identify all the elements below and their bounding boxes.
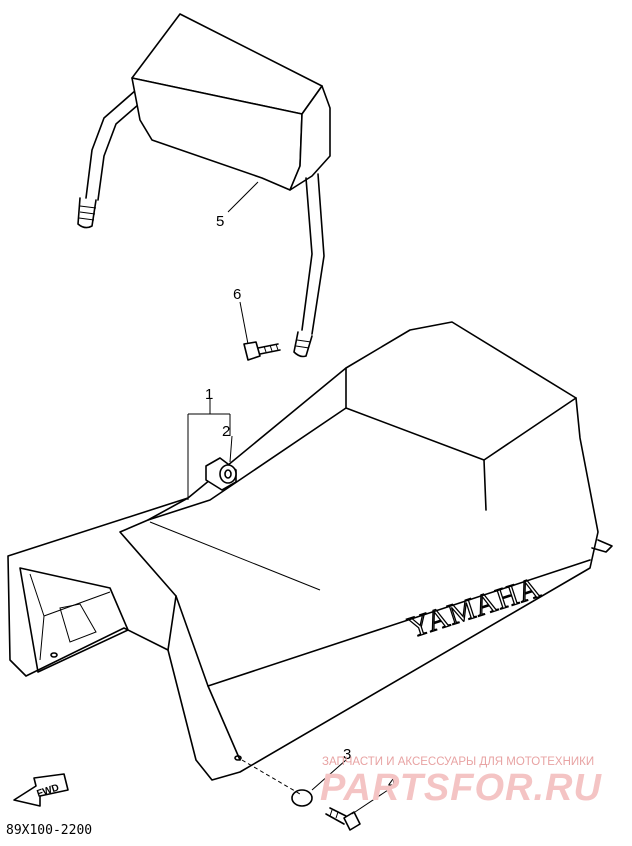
damper-part-2	[205, 457, 237, 491]
bolt-part-6	[243, 341, 281, 361]
watermark-tagline: ЗАПЧАСТИ И АКСЕССУАРЫ ДЛЯ МОТОТЕХНИКИ	[322, 756, 594, 768]
callout-6: 6	[233, 286, 241, 303]
callout-5: 5	[216, 213, 224, 230]
callout-3: 3	[343, 746, 351, 763]
seat-assembly: YAMAHA	[7, 321, 613, 781]
leader-lines	[187, 181, 389, 815]
callout-1: 1	[205, 386, 213, 403]
backrest-assembly	[77, 13, 331, 358]
screw-part-4	[325, 807, 361, 831]
callout-4: 4	[388, 775, 396, 792]
watermark-site: PARTSFOR.RU	[320, 767, 602, 809]
callout-2: 2	[222, 423, 230, 440]
forward-direction-arrow: FWD	[13, 773, 69, 807]
washer-part-3	[291, 789, 313, 807]
diagram-code: 89X100-2200	[6, 823, 92, 838]
watermark: ЗАПЧАСТИ И АКСЕССУАРЫ ДЛЯ МОТОТЕХНИКИ PA…	[320, 756, 602, 809]
